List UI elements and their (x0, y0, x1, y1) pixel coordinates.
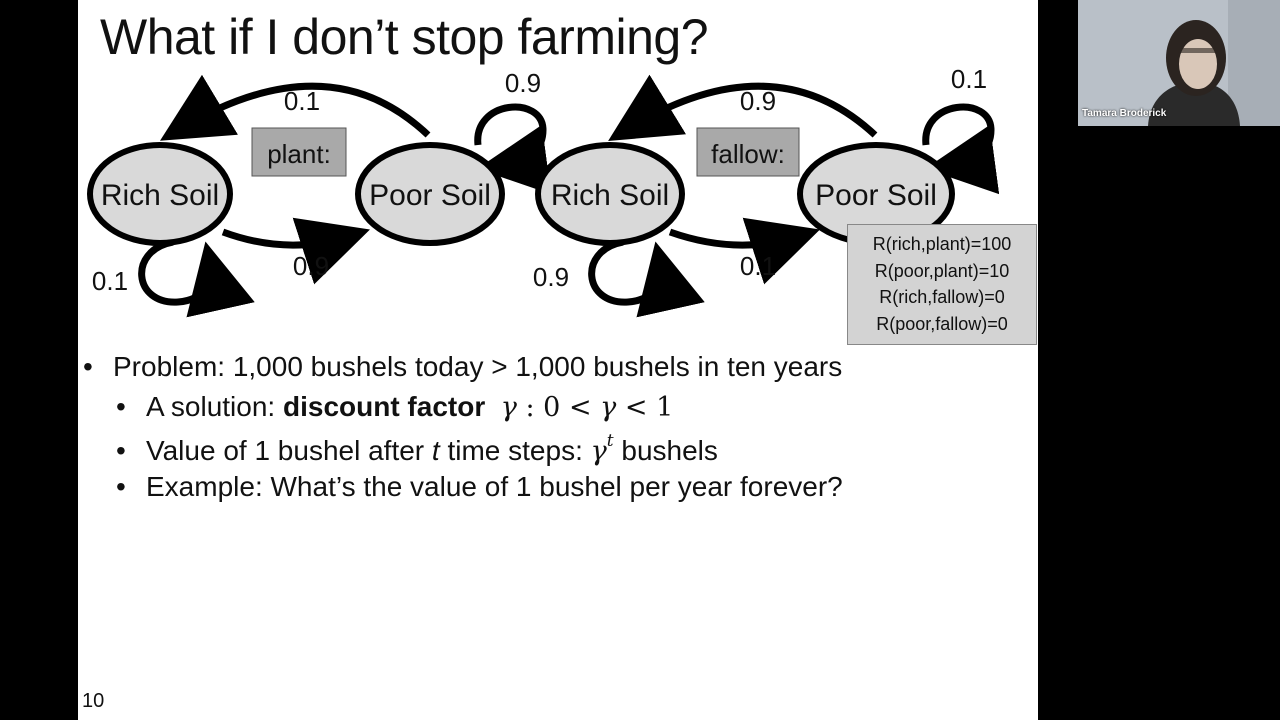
fallow-rich-soil-node (535, 142, 685, 246)
plant-rich-to-poor-arrow (221, 217, 370, 285)
reward-row: R(rich,plant)=100 (872, 234, 1012, 254)
fallow-action-label: fallow: (711, 139, 785, 169)
participant-video-feed (1078, 0, 1280, 126)
bullet-example: •Example: What’s the value of 1 bushel p… (116, 471, 843, 502)
plant-diagram: plant: 0.1 0.9 0.9 0.1 Rich Soil Poor So… (87, 68, 552, 318)
fallow-action-box (696, 127, 800, 177)
participant-name-label: Tamara Broderick (1082, 108, 1167, 119)
fallow-poor-to-rich-prob: 0.9 (740, 86, 776, 116)
bullet-solution: •A solution: discount factor γ : 0 < γ <… (116, 391, 674, 423)
plant-rich-self-arrow (138, 238, 255, 318)
plant-rich-soil-label: Rich Soil (101, 179, 219, 212)
fallow-rich-soil-label: Rich Soil (551, 179, 669, 212)
bullet-value: •Value of 1 bushel after t time steps: γ… (116, 431, 718, 467)
reward-table: R(rich,plant)=100 R(poor,plant)=10 R(ric… (847, 224, 1037, 345)
slide-number: 10 (82, 690, 105, 712)
participant-shoulders (1148, 82, 1240, 126)
plant-action-box (251, 127, 347, 177)
bullet-dot: • (116, 435, 126, 466)
slide-title: What if I don’t stop farming? (100, 9, 709, 65)
fallow-poor-self-prob: 0.1 (951, 64, 987, 94)
reward-row: R(rich,fallow)=0 (879, 287, 1005, 307)
plant-action-label: plant: (267, 139, 331, 169)
plant-poor-soil-label: Poor Soil (369, 179, 491, 212)
fallow-rich-to-poor-prob: 0.1 (740, 251, 776, 281)
plant-poor-to-rich-prob: 0.1 (284, 86, 320, 116)
plant-poor-to-rich-arrow (159, 74, 431, 141)
fallow-poor-soil-label: Poor Soil (815, 179, 937, 212)
bullet-problem: •Problem: 1,000 bushels today > 1,000 bu… (83, 351, 843, 382)
mdp-diagrams: plant: 0.1 0.9 0.9 0.1 Rich Soil Poor So… (87, 64, 1000, 318)
bullet-dot: • (116, 391, 126, 422)
fallow-rich-self-prob: 0.9 (533, 262, 569, 292)
plant-rich-self-prob: 0.1 (92, 266, 128, 296)
fallow-rich-to-poor-arrow (668, 217, 820, 285)
plant-poor-soil-node (355, 142, 505, 246)
participant-video-tile[interactable]: Tamara Broderick (1078, 0, 1280, 126)
bullet-dot: • (83, 351, 93, 382)
fallow-diagram: fallow: 0.9 0.1 0.1 0.9 Rich Soil Poor S… (533, 64, 1000, 318)
fallow-poor-self-arrow (922, 103, 1000, 195)
plant-rich-to-poor-prob: 0.9 (293, 251, 329, 281)
plant-poor-self-arrow (474, 103, 552, 195)
participant-face (1179, 39, 1217, 89)
plant-poor-self-prob: 0.9 (505, 68, 541, 98)
discount-factor-term: discount factor (282, 391, 486, 422)
slide: What if I don’t stop farming? plant: 0.1… (78, 0, 1038, 720)
reward-row: R(poor,fallow)=0 (876, 313, 1008, 334)
bullet-dot: • (116, 471, 126, 502)
fallow-rich-self-arrow (588, 238, 705, 318)
fallow-poor-to-rich-arrow (608, 74, 878, 141)
plant-rich-soil-node (87, 142, 233, 246)
reward-row: R(poor,plant)=10 (874, 260, 1010, 281)
